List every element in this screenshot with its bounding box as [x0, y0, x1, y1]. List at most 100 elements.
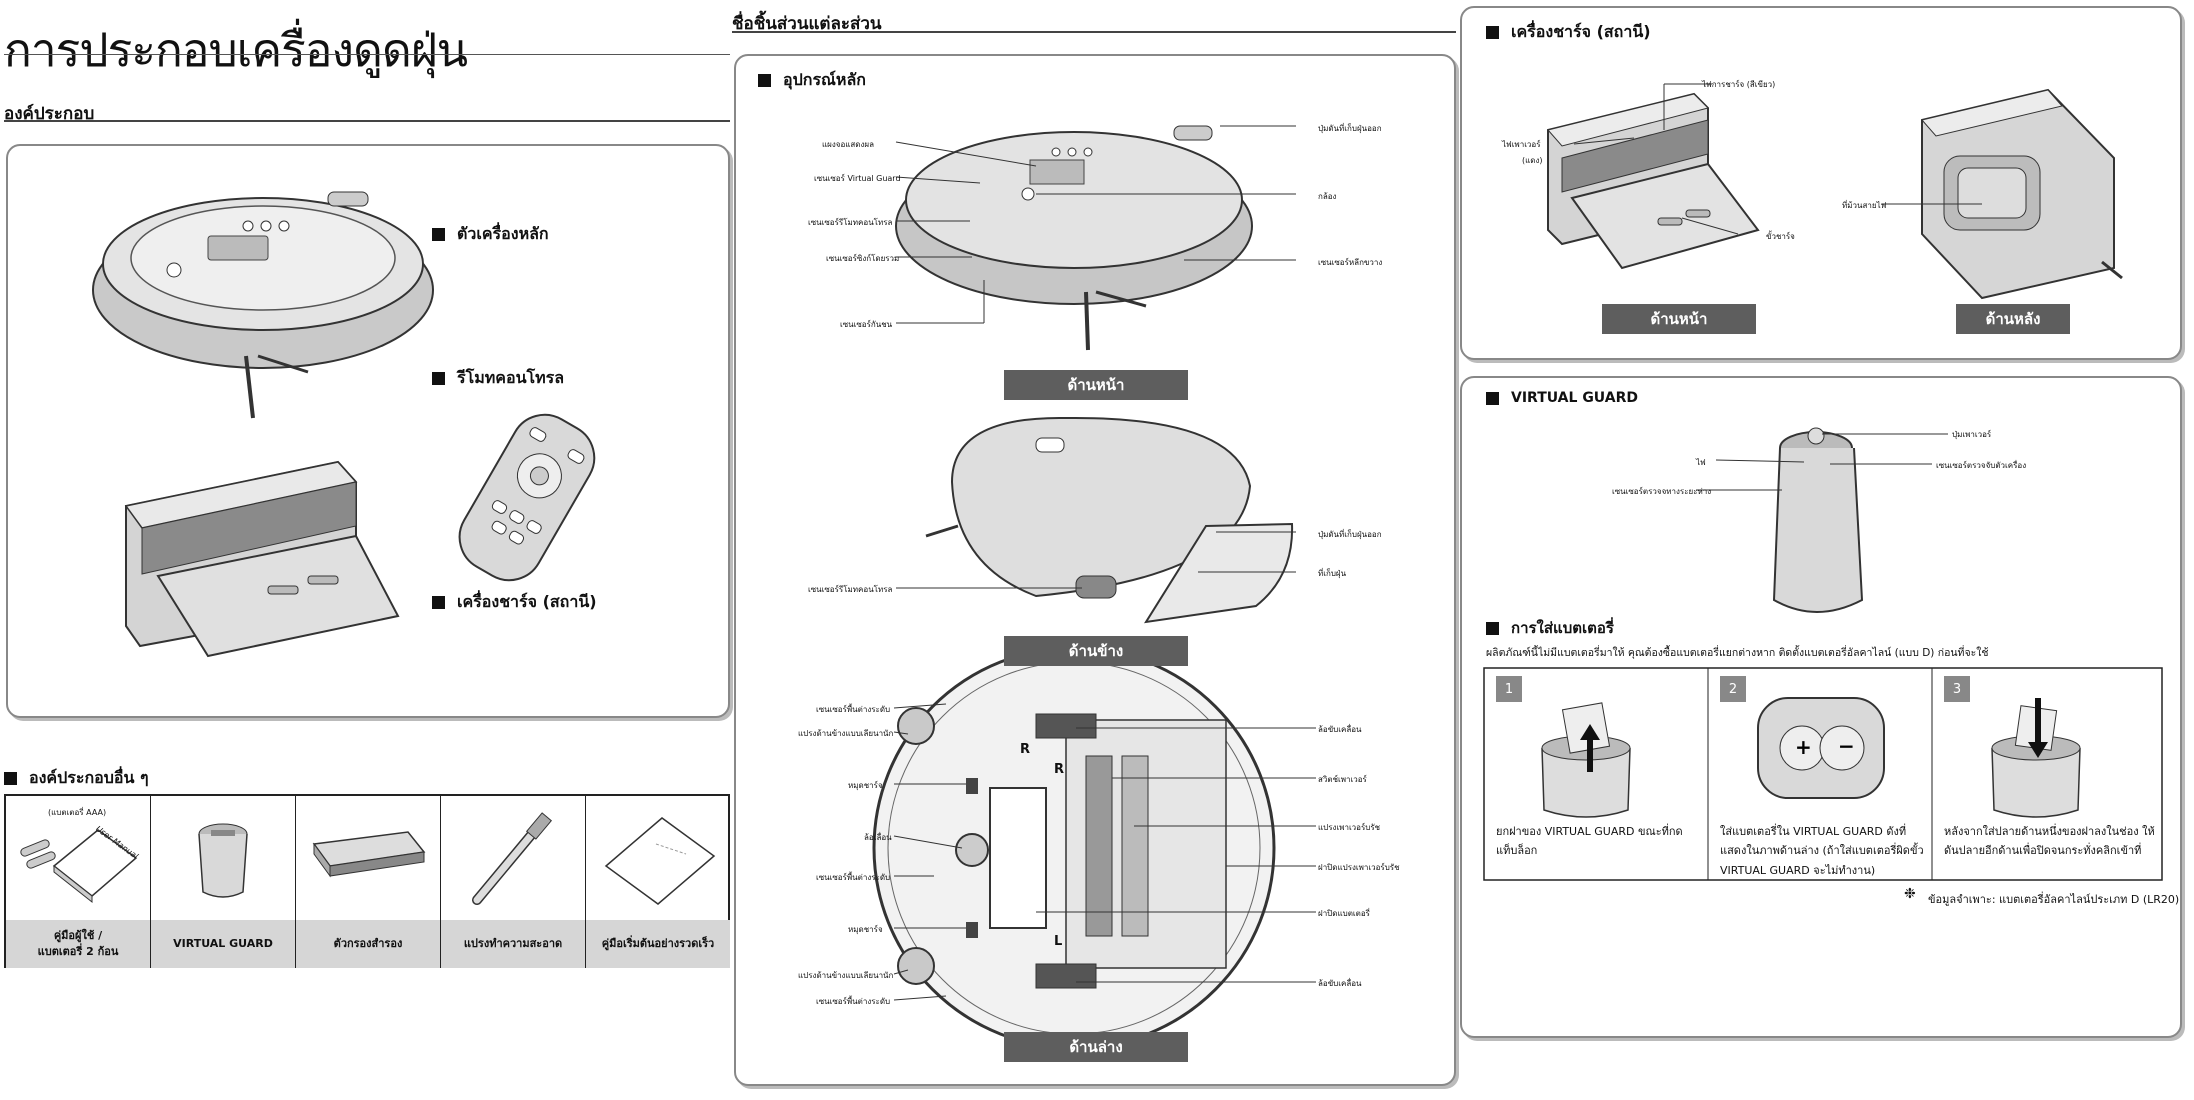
charger-back-view-bar: ด้านหลัง [1956, 304, 2070, 334]
charger-panel: เครื่องชาร์จ (สถานี) ไฟการชาร์จ (สีเขียว… [1460, 6, 2182, 360]
label-remote-sensor: เซนเซอร์รีโมทคอนโทรล [808, 218, 893, 227]
mark-r-1: R [1020, 742, 1031, 757]
caption-virtual-guard: VIRTUAL GUARD [151, 920, 295, 968]
other-components-grid: (แบตเตอรี่ AAA) User Manual [4, 794, 730, 968]
charger-front-view-bar: ด้านหน้า [1602, 304, 1756, 334]
battery-footnote: ข้อมูลจำเพาะ: แบตเตอรี่อัลคาไลน์ประเภท D… [1928, 893, 2180, 906]
label-caster-wheel: ล้อเลื่อน [864, 833, 892, 842]
caption-filter: ตัวกรองสำรอง [296, 920, 440, 968]
label-side-brush-1: แปรงด้านข้างแบบเลียนานัก [798, 729, 894, 738]
caption-quick-guide: คู่มือเริ่มต้นอย่างรวดเร็ว [586, 920, 730, 968]
label-bumper-sensor: เซนเซอร์กันชน [840, 320, 893, 329]
label-power-light: ไฟเพาเวอร์ [1502, 140, 1541, 149]
label-vg-unit-sensor: เซนเซอร์ตรวจจับตัวเครื่อง [1936, 461, 2027, 470]
label-drive-wheel-1: ล้อขับเคลื่อน [1318, 725, 1362, 734]
svg-text:−: − [1838, 734, 1855, 758]
label-charge-terminal: ขั้วชาร์จ [1766, 232, 1795, 241]
label-charge-light: ไฟการชาร์จ (สีเขียว) [1702, 80, 1776, 89]
parts-heading: ชื่อชิ้นส่วนแต่ละส่วน [732, 14, 882, 34]
footnote-icon: ❉ [1904, 886, 1916, 902]
charger-illustrations [1547, 83, 2123, 300]
label-power-switch: สวิตช์เพาเวอร์ [1318, 775, 1367, 784]
virtual-guard-heading: VIRTUAL GUARD [1511, 390, 1638, 406]
components-illustrations [92, 191, 596, 658]
main-unit-label: ตัวเครื่องหลัก [457, 224, 549, 243]
caption-brush: แปรงทำความสะอาด [441, 920, 585, 968]
side-view-bar: ด้านข้าง [1004, 636, 1188, 666]
label-power-brush-cover: ฝาปิดแปรงเพาเวอร์บรัช [1318, 863, 1400, 872]
components-panel: ตัวเครื่องหลัก รีโมทคอนโทรล เครื่องชาร์จ… [6, 144, 730, 718]
label-sync-sensor: เซนเซอร์ซิงก์โดยรวม [826, 254, 900, 263]
bottom-view-bar: ด้านล่าง [1004, 1032, 1188, 1062]
label-virtual-guard-sensor: เซนเซอร์ Virtual Guard [814, 174, 901, 183]
label-cliff-sensor-3: เซนเซอร์พื้นต่างระดับ [816, 997, 891, 1006]
side-view-robot [896, 416, 1296, 624]
bottom-view-robot [872, 646, 1316, 1050]
label-dust-bin: ที่เก็บฝุ่น [1318, 569, 1347, 578]
svg-text:+: + [1795, 735, 1812, 759]
other-components-heading: องค์ประกอบอื่น ๆ [29, 768, 149, 787]
charger-heading: เครื่องชาร์จ (สถานี) [1511, 22, 1651, 41]
charger-back-illustration [1882, 88, 2123, 300]
main-device-heading: อุปกรณ์หลัก [783, 70, 866, 89]
remote-label: รีโมทคอนโทรล [457, 368, 565, 387]
label-battery-cover: ฝาปิดแบตเตอรี่ [1318, 909, 1370, 918]
mark-l: L [1054, 934, 1063, 949]
label-side-remote-sensor: เซนเซอร์รีโมทคอนโทรล [808, 585, 893, 594]
charger-label: เครื่องชาร์จ (สถานี) [457, 592, 597, 611]
label-cord-reel: ที่ม้วนสายไฟ [1842, 201, 1887, 210]
filter-icon [312, 831, 426, 878]
label-power-brush: แปรงเพาเวอร์บรัช [1318, 823, 1381, 832]
step-2-number: 2 [1720, 676, 1746, 702]
parts-rule [732, 31, 1456, 33]
charger-illustration [124, 460, 400, 658]
virtual-guard-illustrations: + − [1483, 427, 2163, 881]
other-item-filter [296, 796, 441, 966]
caption-manual: คู่มือผู้ใช้ / แบตเตอรี่ 2 ก้อน [6, 920, 150, 968]
battery-install-note: ผลิตภัณฑ์นี้ไม่มีแบตเตอรี่มาให้ คุณต้องซ… [1486, 647, 1989, 659]
virtual-guard-panel: VIRTUAL GUARD + − [1460, 376, 2182, 1038]
other-item-manual: (แบตเตอรี่ AAA) User Manual [6, 796, 151, 966]
label-cliff-sensor-1: เซนเซอร์พื้นต่างระดับ [816, 705, 891, 714]
label-obstacle-sensor: เซนเซอร์หลีกขวาง [1318, 258, 1383, 267]
other-item-virtual-guard [151, 796, 296, 966]
label-vg-range-sensor: เซนเซอร์ตรวจจทางระยะห่าง [1612, 487, 1712, 496]
label-charge-pin-1: หมุดชาร์จ [848, 781, 883, 790]
manual-battery-icon [20, 829, 138, 904]
front-view-bar: ด้านหน้า [1004, 370, 1188, 400]
robot-main-unit-illustration [92, 191, 434, 419]
cleaning-brush-icon [472, 812, 553, 905]
main-device-illustrations [872, 125, 1316, 1050]
label-vg-light: ไฟ [1696, 458, 1706, 467]
other-item-quick-guide [586, 796, 732, 966]
virtual-guard-device [1696, 427, 1948, 613]
step-1-number: 1 [1496, 676, 1522, 702]
virtual-guard-icon [198, 823, 248, 898]
step-1-text: ยกฝาของ VIRTUAL GUARD ขณะที่กด แท็บล็อก [1496, 825, 1683, 858]
title-rule [4, 54, 730, 55]
step-2-text: ใส่แบตเตอรี่ใน VIRTUAL GUARD ดังที่ แสดง… [1720, 825, 1924, 877]
front-view-robot [895, 125, 1296, 351]
charger-front-illustration [1547, 83, 1760, 270]
battery-step-grid: + − [1483, 667, 2163, 881]
label-vg-power-button: ปุ่มเพาเวอร์ [1952, 430, 1992, 439]
quick-guide-icon [604, 817, 716, 905]
battery-install-heading: การใส่แบตเตอรี่ [1511, 619, 1614, 637]
label-cliff-sensor-2: เซนเซอร์พื้นต่างระดับ [816, 873, 891, 882]
label-display-panel: แผงจอแสดงผล [822, 140, 874, 149]
page-title: การประกอบเครื่องดูดฝุ่น [4, 23, 468, 77]
label-camera: กล้อง [1318, 192, 1337, 201]
label-charge-pin-2: หมุดชาร์จ [848, 925, 883, 934]
remote-illustration [458, 413, 596, 582]
main-device-panel: อุปกรณ์หลัก [734, 54, 1456, 1086]
label-power-light-color: (แดง) [1522, 156, 1543, 165]
battery-note: (แบตเตอรี่ AAA) [48, 808, 107, 817]
label-drive-wheel-2: ล้อขับเคลื่อน [1318, 979, 1362, 988]
other-item-brush [441, 796, 586, 966]
label-side-dust-release-button: ปุ่มดันที่เก็บฝุ่นออก [1318, 530, 1382, 539]
label-side-brush-2: แปรงด้านข้างแบบเลียนานัก [798, 971, 894, 980]
components-heading: องค์ประกอบ [4, 104, 95, 124]
step-3-text: หลังจากใส่ปลายด้านหนึ่งของฝาลงในช่อง ให้… [1944, 825, 2155, 858]
components-rule [4, 120, 730, 122]
step-3-number: 3 [1944, 676, 1970, 702]
